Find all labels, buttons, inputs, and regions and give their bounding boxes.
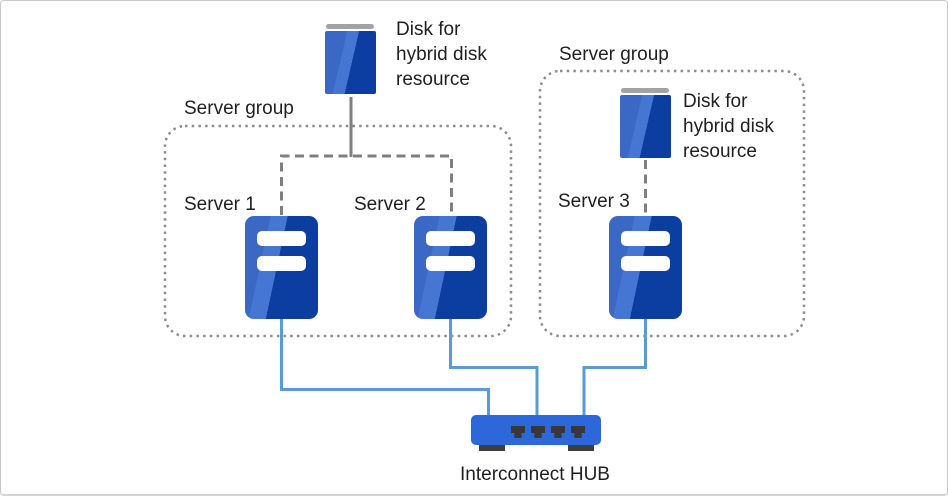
disk-cap xyxy=(621,88,669,93)
hub-port-icon xyxy=(511,426,525,438)
disk-2-label: Disk for hybrid disk resource xyxy=(683,91,774,162)
server-group-2-label: Server group xyxy=(559,44,669,65)
server-group-box-2 xyxy=(538,69,806,338)
server-group-box-1 xyxy=(163,124,513,338)
server-slot xyxy=(257,231,306,246)
server-icon xyxy=(609,216,682,319)
server-icon xyxy=(245,216,318,319)
hub-port-icon xyxy=(531,426,545,438)
server-slot xyxy=(621,231,670,246)
server-group-1-label: Server group xyxy=(184,98,294,119)
hub-foot xyxy=(479,445,505,451)
network-hub-icon xyxy=(471,415,601,452)
server-icon xyxy=(414,216,487,319)
server-2-label: Server 2 xyxy=(354,194,426,215)
disk1-to-servers-dashed-connector xyxy=(280,154,453,215)
disk-body xyxy=(325,31,376,94)
interconnect-hub-label: Interconnect HUB xyxy=(460,464,610,485)
disk-icon xyxy=(325,24,376,94)
server3-to-hub-line xyxy=(582,318,647,418)
server-3-label: Server 3 xyxy=(558,191,630,212)
hub-port-icon xyxy=(551,426,565,438)
disk-body xyxy=(620,95,671,158)
server-slot xyxy=(257,256,306,271)
server-slot xyxy=(426,256,475,271)
disk-cap xyxy=(326,24,374,29)
server1-to-hub-line xyxy=(280,318,490,418)
server-slot xyxy=(621,256,670,271)
server-slot xyxy=(426,231,475,246)
hub-foot xyxy=(568,445,594,451)
disk-icon xyxy=(620,88,671,158)
disk-1-label: Disk for hybrid disk resource xyxy=(396,19,487,90)
server-1-label: Server 1 xyxy=(184,194,256,215)
server2-to-hub-line xyxy=(449,318,539,418)
hub-port-icon xyxy=(571,426,585,438)
